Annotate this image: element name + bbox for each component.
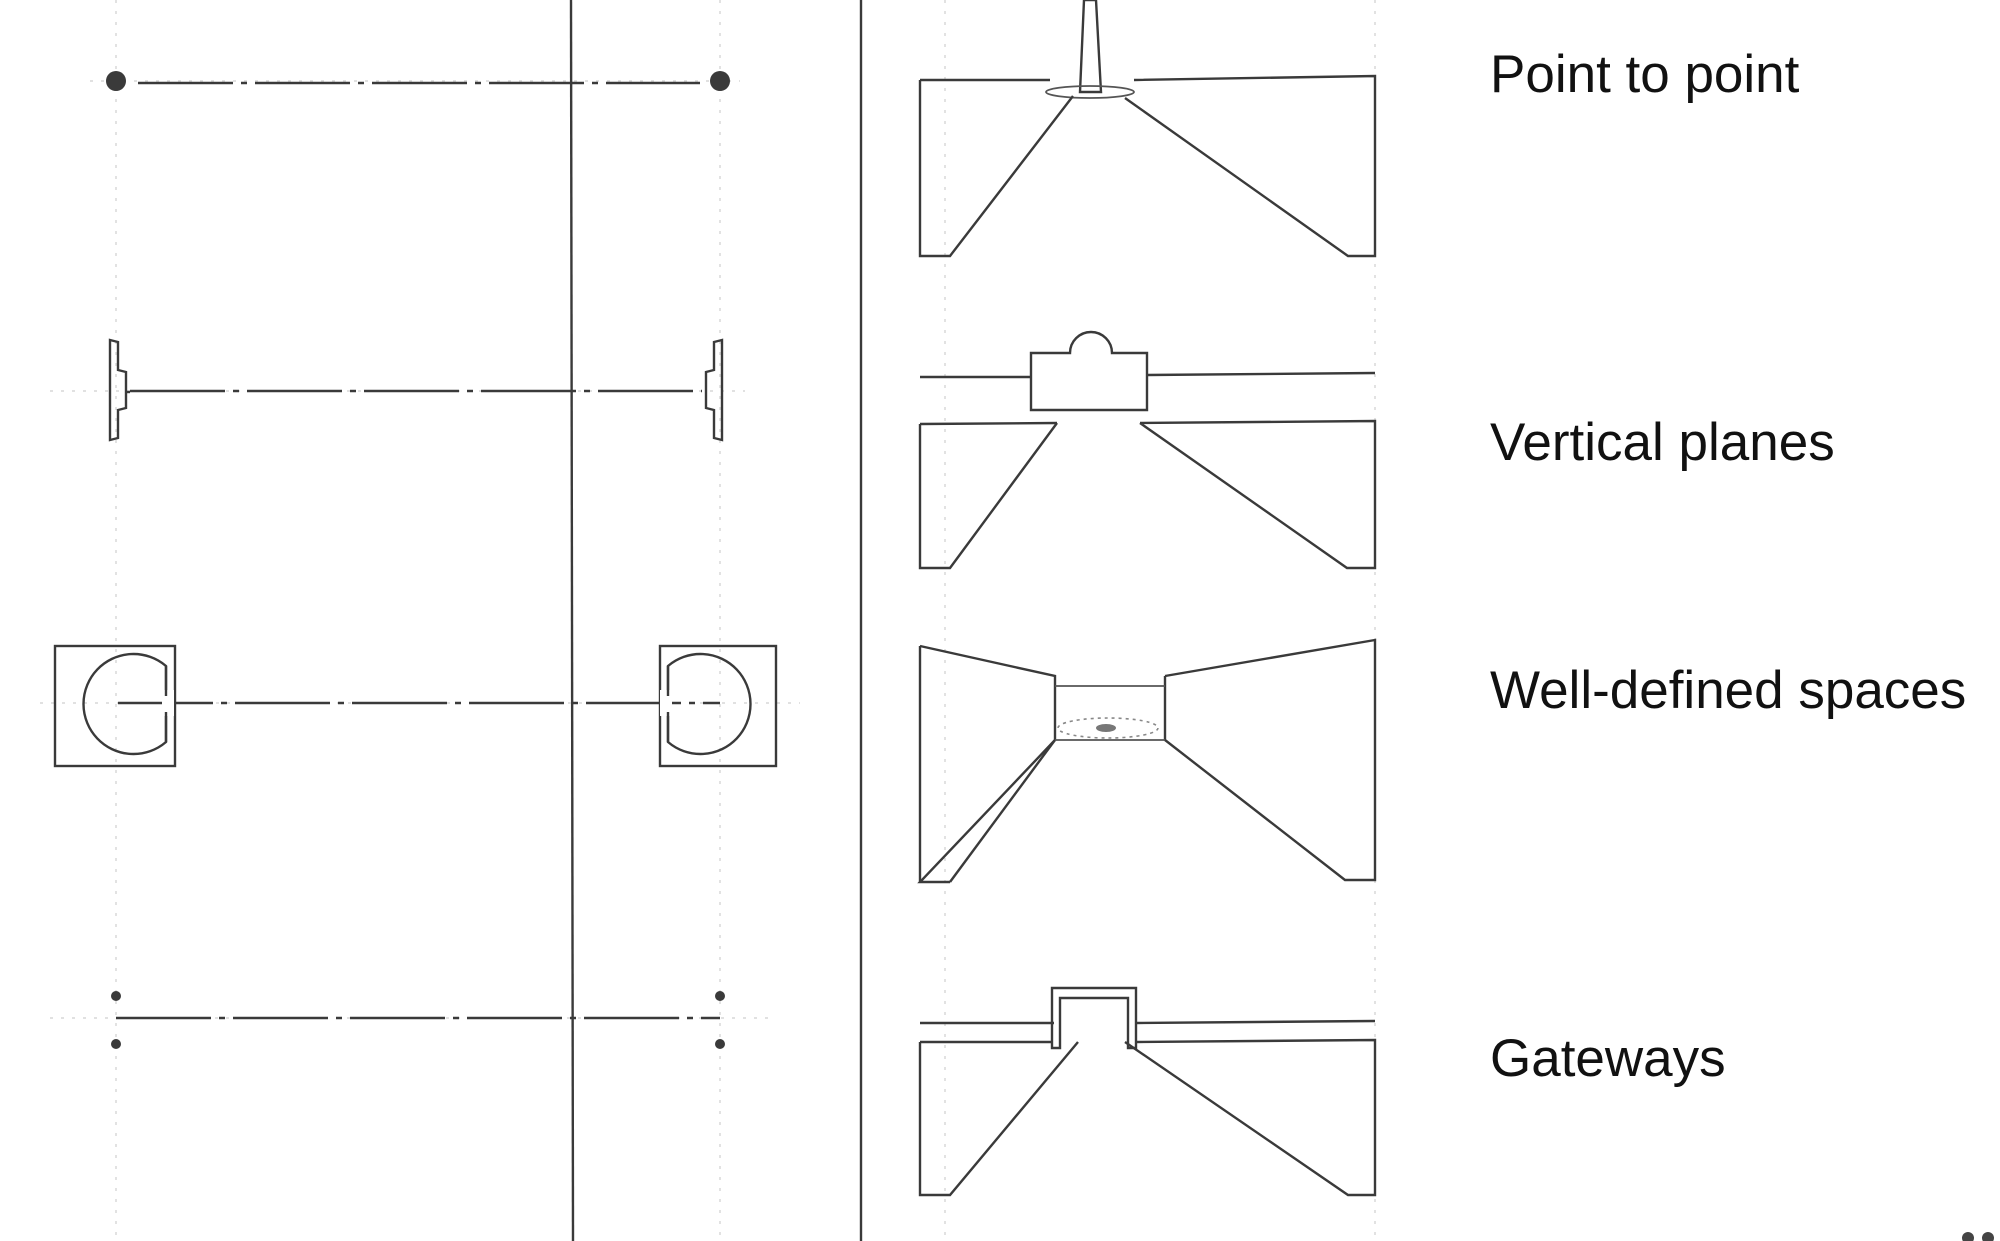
domed-building <box>1029 330 1149 412</box>
perspective-vertical-planes <box>918 330 1377 570</box>
gate-post-left-top <box>111 991 121 1001</box>
perspective-well-defined-spaces <box>917 638 1377 884</box>
plan-well-defined-spaces <box>40 644 800 768</box>
label-well-defined-spaces: Well-defined spaces <box>1490 661 1967 720</box>
obelisk-marker-right <box>710 71 730 91</box>
perspective-gateways <box>918 986 1377 1197</box>
gate-post-right-bottom <box>715 1039 725 1049</box>
enclosure-left <box>53 644 177 768</box>
label-gateways: Gateways <box>1490 1029 1726 1088</box>
center-axis-line <box>569 0 575 1241</box>
wall-plane-right <box>704 338 724 442</box>
obelisk-marker-left <box>106 71 126 91</box>
wall-plane-left <box>108 338 128 442</box>
page-number-fragment <box>1962 1232 1994 1241</box>
perspective-point-to-point <box>918 0 1377 258</box>
gateway-arch <box>1050 986 1138 1050</box>
label-vertical-planes: Vertical planes <box>1490 413 1835 472</box>
gate-post-right-top <box>715 991 725 1001</box>
plan-gateways <box>50 991 770 1049</box>
plan-vertical-planes <box>50 338 745 442</box>
construction-guides <box>115 0 1376 1241</box>
gate-post-left-bottom <box>111 1039 121 1049</box>
plaza-fountain <box>1057 717 1159 739</box>
plan-point-to-point <box>90 71 740 91</box>
obelisk-shape <box>1078 0 1103 94</box>
label-point-to-point: Point to point <box>1490 45 1800 104</box>
